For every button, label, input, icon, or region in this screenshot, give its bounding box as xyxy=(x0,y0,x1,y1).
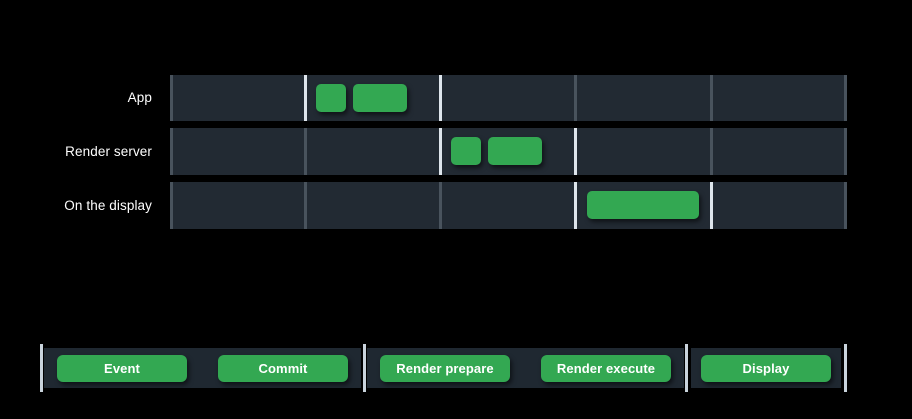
frame-boundary-line xyxy=(844,182,847,229)
legend-section-divider xyxy=(844,344,847,392)
frame-boundary-line xyxy=(844,75,847,121)
frame-boundary-line xyxy=(709,128,713,175)
legend-section-divider xyxy=(40,344,43,392)
timeline-track-render-server xyxy=(170,128,847,175)
legend-chip-render-prepare: Render prepare xyxy=(380,354,510,382)
work-block-event xyxy=(316,84,346,112)
frame-boundary-line xyxy=(709,182,713,229)
frame-boundary-line xyxy=(439,182,442,229)
frame-boundary-line xyxy=(303,75,307,121)
legend-chip-commit: Commit xyxy=(218,354,348,382)
frame-boundary-line xyxy=(170,75,173,121)
legend-chip-event: Event xyxy=(57,354,187,382)
legend-section-render-server-phases: Render prepare Render execute xyxy=(367,348,684,388)
frame-boundary-line xyxy=(170,128,173,175)
legend-section-divider xyxy=(363,344,366,392)
work-block-render-execute xyxy=(487,137,542,165)
legend-section-divider xyxy=(685,344,688,392)
work-block-render-prepare xyxy=(451,137,482,165)
legend-chip-display: Display xyxy=(701,354,831,382)
frame-boundary-line xyxy=(574,75,578,121)
frame-boundary-line xyxy=(574,128,578,175)
frame-boundary-line xyxy=(574,182,578,229)
legend-chip-render-execute: Render execute xyxy=(541,354,671,382)
frame-boundary-line xyxy=(709,75,713,121)
legend-section-app-phases: Event Commit xyxy=(44,348,361,388)
timeline-row-label-app: App xyxy=(127,90,152,105)
frame-boundary-line xyxy=(303,182,307,229)
frame-boundary-line xyxy=(439,128,442,175)
timeline-row-label-render-server: Render server xyxy=(65,144,152,159)
frame-boundary-line xyxy=(170,182,173,229)
legend-section-display-phases: Display xyxy=(691,348,841,388)
work-block-commit xyxy=(352,84,407,112)
frame-boundary-line xyxy=(844,128,847,175)
work-block-display xyxy=(586,191,699,219)
frame-boundary-line xyxy=(303,128,307,175)
timeline-track-on-the-display xyxy=(170,182,847,229)
timeline-row-label-on-the-display: On the display xyxy=(64,198,152,213)
timeline-track-app xyxy=(170,75,847,121)
frame-boundary-line xyxy=(439,75,442,121)
